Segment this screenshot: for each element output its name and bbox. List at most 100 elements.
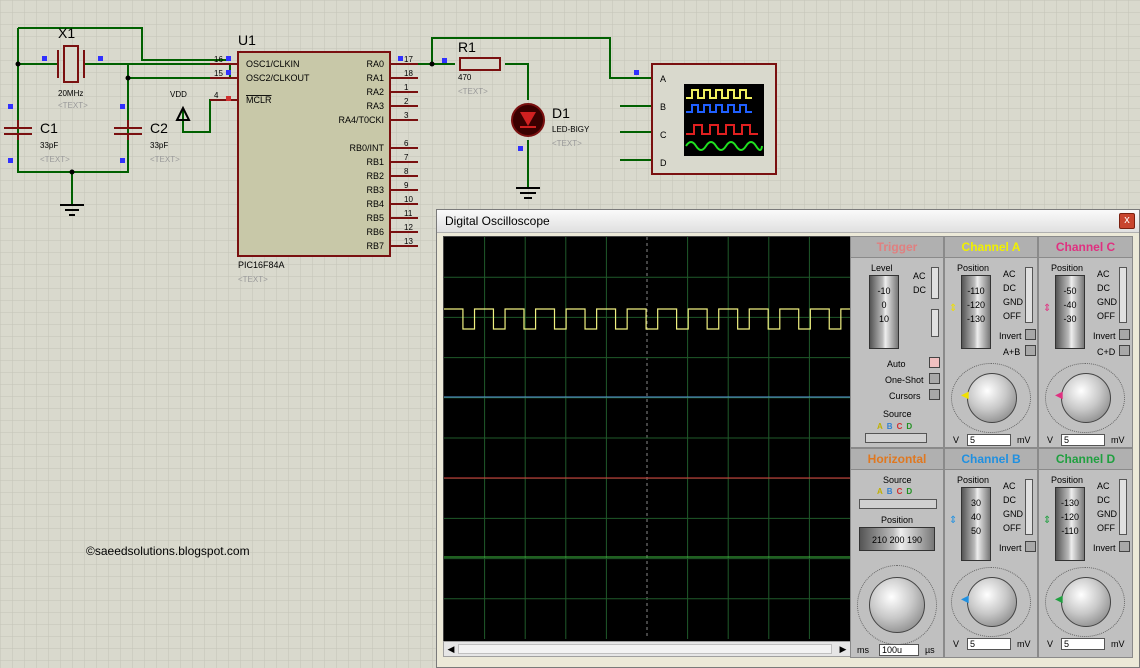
- r1-text: <TEXT>: [458, 87, 488, 96]
- trigger-coupling-switch[interactable]: [931, 267, 939, 299]
- scroll-right-icon[interactable]: ▶: [839, 644, 847, 654]
- mcu-pin-name: RA4/T0CKI: [338, 115, 384, 125]
- capacitor-c2[interactable]: [114, 120, 142, 140]
- x1-value: 20MHz: [58, 89, 83, 98]
- ch-d-unit-left: V: [1047, 639, 1054, 649]
- ch-a-mode-3: OFF: [1003, 311, 1021, 321]
- ch-c-title: Channel C: [1039, 237, 1132, 258]
- crystal-symbol: [57, 45, 85, 83]
- cursors-label: Cursors: [889, 391, 921, 401]
- ch-a-combo-button[interactable]: [1025, 345, 1036, 356]
- horizontal-position-label: Position: [881, 515, 914, 525]
- ch-b-position-label: Position: [957, 475, 990, 485]
- scroll-left-icon[interactable]: ◀: [447, 644, 455, 654]
- led-d1[interactable]: [511, 103, 545, 137]
- ch-a-dial-scale: [951, 363, 1031, 433]
- ch-b-volts-knob[interactable]: [967, 577, 1017, 627]
- ch-a-mode-0: AC: [1003, 269, 1016, 279]
- cursors-button[interactable]: [929, 389, 940, 400]
- d1-ref: D1: [552, 105, 570, 121]
- horizontal-position-drum[interactable]: 210 200 190: [859, 527, 935, 551]
- trigger-source-slider[interactable]: [865, 433, 927, 443]
- mcu-pin-number: 17: [404, 55, 413, 64]
- horizontal-scrollbar[interactable]: ◀ ▶: [443, 641, 851, 657]
- close-button[interactable]: x: [1119, 213, 1135, 229]
- scroll-thumb[interactable]: [458, 644, 832, 654]
- ch-d-volts-field[interactable]: 5: [1061, 638, 1105, 650]
- timebase-field[interactable]: 100u: [879, 644, 919, 656]
- ch-b-coupling-switch[interactable]: [1025, 479, 1033, 535]
- ch-d-mode-1: DC: [1097, 495, 1110, 505]
- ch-d-volts-knob[interactable]: [1061, 577, 1111, 627]
- ch-d-coupling-switch[interactable]: [1119, 479, 1127, 535]
- ch-c-position-drum[interactable]: -50-40-30: [1055, 275, 1085, 349]
- resistor-r1[interactable]: [459, 57, 501, 71]
- mcu-pin-number: 6: [404, 139, 409, 148]
- mcu-pin-name: RA1: [366, 73, 384, 83]
- ch-d-unit-right: mV: [1111, 639, 1125, 649]
- ch-a-volts-knob[interactable]: [967, 373, 1017, 423]
- horizontal-source-slider[interactable]: [859, 499, 937, 509]
- vdd-label: VDD: [170, 90, 187, 99]
- horizontal-unit-right: µs: [925, 645, 935, 655]
- ch-d-invert-label: Invert: [1093, 543, 1116, 553]
- ch-d-mode-0: AC: [1097, 481, 1110, 491]
- mcu-pin-name: OSC2/CLKOUT: [246, 73, 310, 83]
- trigger-dc: DC: [913, 285, 926, 295]
- mcu-pin-number: 1: [404, 83, 409, 92]
- vdd-icon: [175, 105, 191, 121]
- ch-a-unit-right: mV: [1017, 435, 1031, 445]
- mcu-pin-number: 2: [404, 97, 409, 106]
- ch-b-volts-field[interactable]: 5: [967, 638, 1011, 650]
- ch-a-volts-field[interactable]: 5: [967, 434, 1011, 446]
- watermark: ©saeedsolutions.blogspot.com: [86, 544, 250, 558]
- mcu-pin-name: RA3: [366, 101, 384, 111]
- mcu-pin-name: RB6: [366, 227, 384, 237]
- auto-button[interactable]: [929, 357, 940, 368]
- ch-b-knob-pointer-icon: ◀: [961, 594, 969, 605]
- x1-ref: X1: [58, 25, 75, 41]
- u1-text: <TEXT>: [238, 275, 268, 284]
- oscilloscope-window[interactable]: Digital Oscilloscope x ◀ ▶ Trigger Level…: [436, 209, 1140, 668]
- scope-screen: [443, 236, 853, 642]
- ch-a-position-drum[interactable]: -110-120-130: [961, 275, 991, 349]
- one-shot-button[interactable]: [929, 373, 940, 384]
- timebase-knob[interactable]: [869, 577, 925, 633]
- ch-c-unit-right: mV: [1111, 435, 1125, 445]
- scope-instrument[interactable]: [651, 63, 777, 175]
- ch-a-invert-button[interactable]: [1025, 329, 1036, 340]
- trigger-edge-switch[interactable]: [931, 309, 939, 337]
- mcu-u1[interactable]: [237, 51, 391, 257]
- mcu-pin-name: OSC1/CLKIN: [246, 59, 300, 69]
- mcu-pin-name: RB0/INT: [349, 143, 384, 153]
- horizontal-title: Horizontal: [851, 449, 943, 470]
- ch-d-position-drum[interactable]: -130-120-110: [1055, 487, 1085, 561]
- capacitor-c1[interactable]: [4, 120, 32, 140]
- c1-ref: C1: [40, 120, 58, 136]
- ch-c-volts-knob[interactable]: [1061, 373, 1111, 423]
- ch-b-invert-button[interactable]: [1025, 541, 1036, 552]
- ch-c-invert-button[interactable]: [1119, 329, 1130, 340]
- d1-value: LED-BIGY: [552, 125, 590, 134]
- ch-c-unit-left: V: [1047, 435, 1054, 445]
- ch-d-invert-button[interactable]: [1119, 541, 1130, 552]
- ch-c-coupling-switch[interactable]: [1119, 267, 1127, 323]
- mcu-pin-name: MCLR: [246, 95, 272, 105]
- oscilloscope-titlebar[interactable]: Digital Oscilloscope x: [437, 210, 1139, 233]
- ch-b-mode-1: DC: [1003, 495, 1016, 505]
- ch-a-unit-left: V: [953, 435, 960, 445]
- ch-a-coupling-switch[interactable]: [1025, 267, 1033, 323]
- ch-c-combo-button[interactable]: [1119, 345, 1130, 356]
- crystal-x1[interactable]: [17, 27, 652, 205]
- ch-c-volts-field[interactable]: 5: [1061, 434, 1105, 446]
- ch-c-mode-1: DC: [1097, 283, 1110, 293]
